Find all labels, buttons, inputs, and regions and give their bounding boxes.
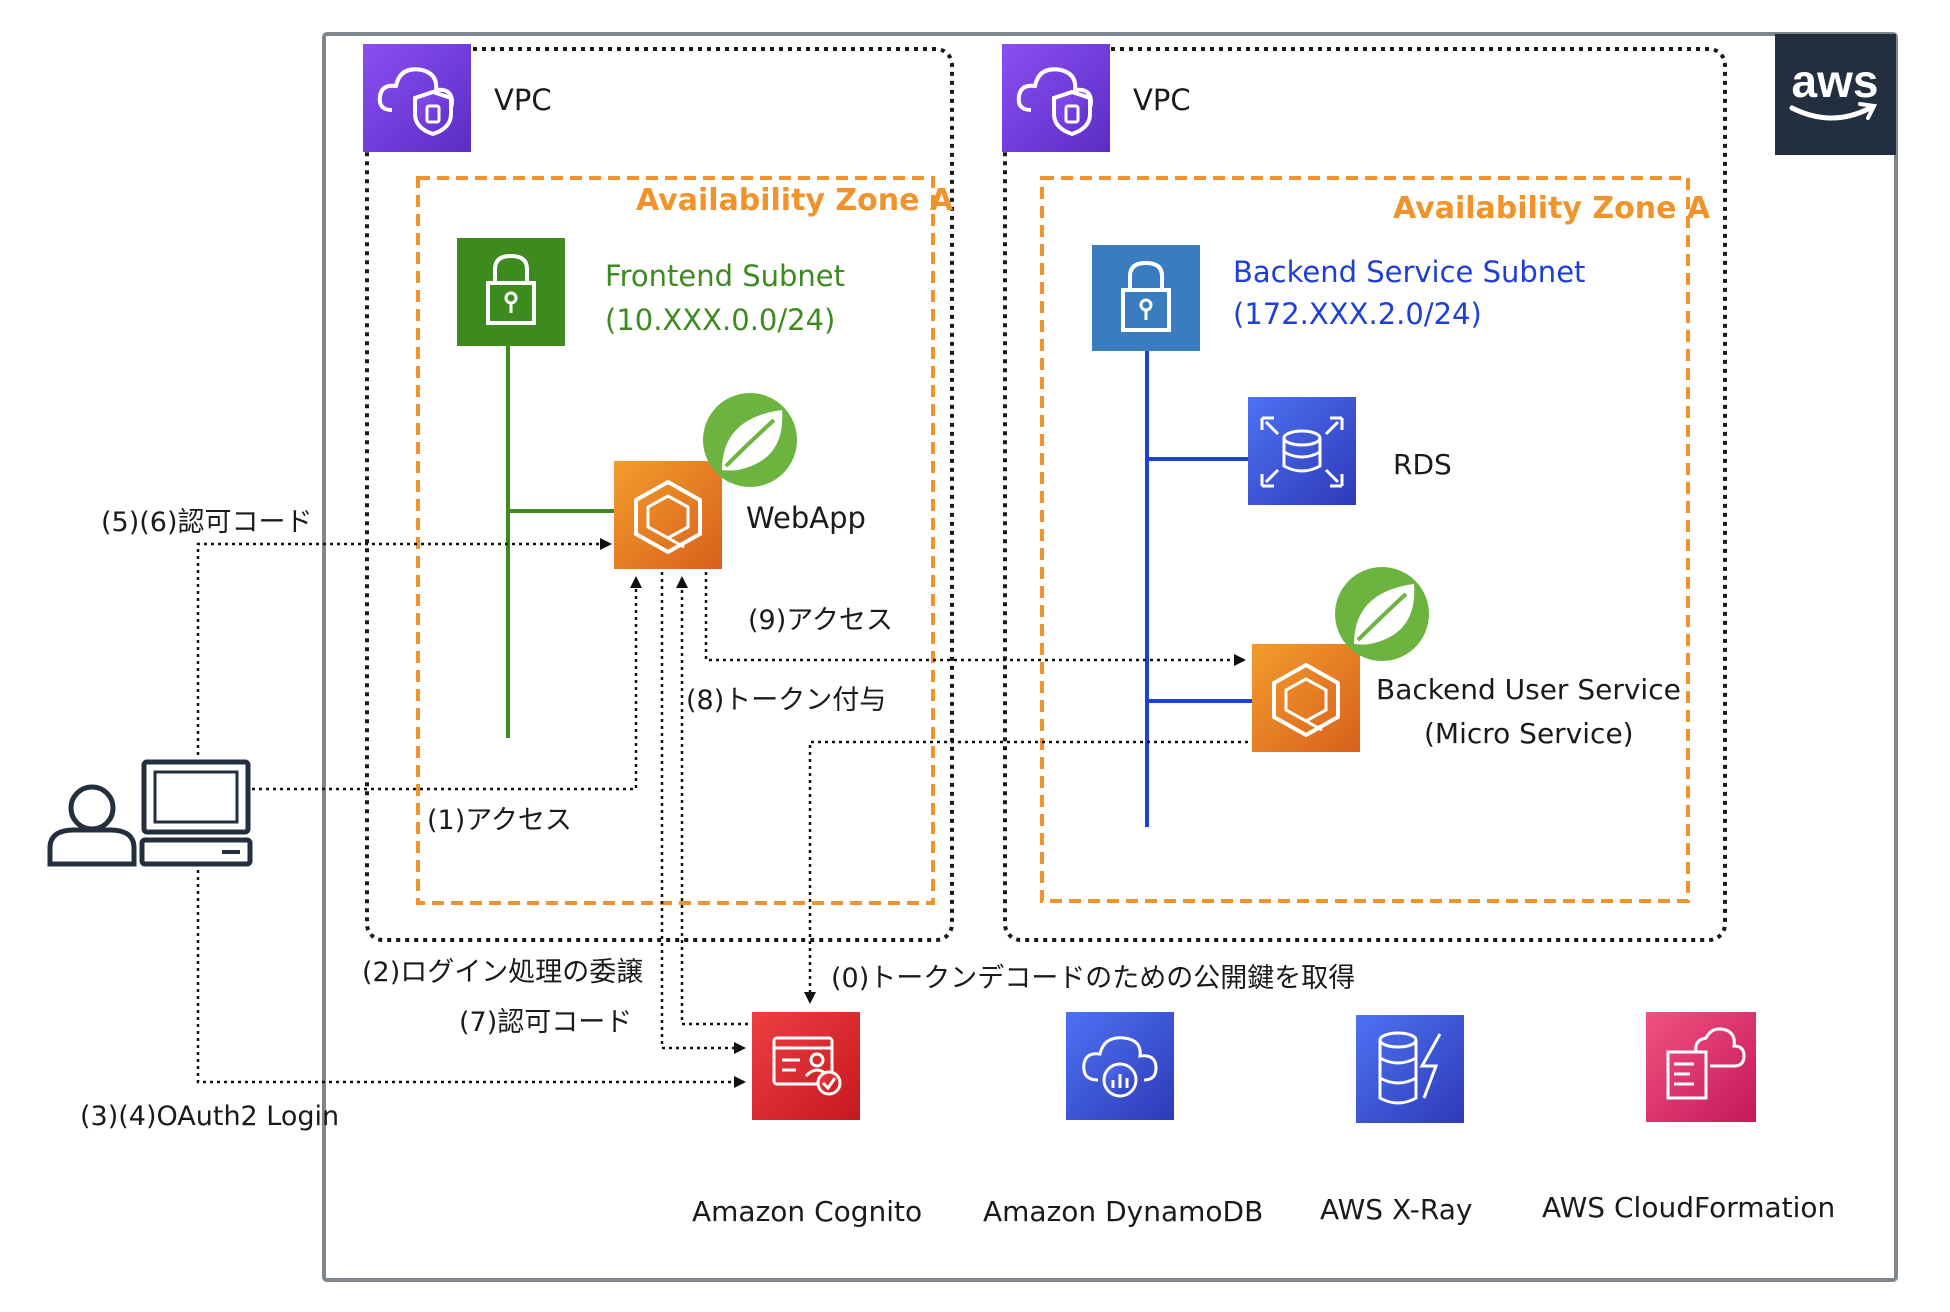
vpc-icon: [363, 44, 471, 152]
step-7-label: (7)認可コード: [459, 1007, 633, 1038]
step-8-label: (8)トークン付与: [686, 685, 887, 716]
vpc-label: VPC: [494, 83, 552, 117]
webapp-label: WebApp: [746, 501, 866, 535]
xray-icon: [1356, 1015, 1464, 1123]
vpc-backend-boundary: [1003, 47, 1727, 942]
service-label-xray: AWS X-Ray: [1320, 1193, 1473, 1226]
spring-leaf-icon: [1335, 567, 1429, 661]
backend-user-service-label: Backend User Service: [1376, 673, 1681, 706]
flow-3-4: [196, 870, 746, 1088]
flow-connectors: [196, 538, 1248, 1088]
az-label: Availability Zone A: [1393, 191, 1711, 226]
step-3-4-label: (3)(4)OAuth2 Login: [80, 1101, 340, 1132]
aws-logo-text: aws: [1792, 55, 1879, 107]
backend-user-service-sublabel: (Micro Service): [1424, 717, 1634, 750]
rds-label: RDS: [1393, 448, 1452, 481]
subnet-lock-icon: [457, 238, 565, 346]
user-icon: [47, 784, 137, 867]
step-1-label: (1)アクセス: [427, 805, 572, 836]
step-2-label: (2)ログイン処理の委譲: [362, 957, 644, 988]
rds-icon: [1248, 397, 1356, 505]
backend-subnet-cidr: (172.XXX.2.0/24): [1233, 297, 1482, 331]
spring-leaf-icon: [703, 393, 797, 487]
flow-2: [660, 572, 746, 1054]
ecs-icon: [614, 461, 722, 569]
service-label-dynamodb: Amazon DynamoDB: [983, 1195, 1264, 1228]
step-0-label: (0)トークンデコードのための公開鍵を取得: [831, 963, 1356, 994]
frontend-subnet-cidr: (10.XXX.0.0/24): [605, 303, 836, 337]
flow-1: [252, 576, 642, 791]
subnet-lock-icon: [1092, 245, 1200, 351]
aws-logo: aws: [1775, 34, 1896, 155]
ecs-icon: [1252, 644, 1360, 752]
service-label-cloudformation: AWS CloudFormation: [1542, 1191, 1836, 1224]
flow-9: [704, 572, 1246, 666]
cognito-icon: [752, 1012, 860, 1120]
vpc-icon: [1002, 44, 1110, 152]
frontend-subnet-name: Frontend Subnet: [605, 259, 845, 293]
aws-cloud-frame: [322, 32, 1898, 1282]
laptop-icon: [139, 759, 253, 867]
service-label-cognito: Amazon Cognito: [692, 1195, 923, 1228]
vpc-frontend-boundary: [365, 47, 954, 942]
flow-0: [804, 740, 1248, 1004]
az-backend-boundary: [1040, 176, 1690, 903]
az-frontend-boundary: [416, 176, 935, 905]
backend-subnet-name: Backend Service Subnet: [1233, 255, 1586, 289]
step-9-label: (9)アクセス: [748, 605, 893, 636]
flow-5-6: [196, 538, 612, 755]
dynamodb-icon: [1066, 1012, 1174, 1120]
cloudformation-icon: [1646, 1012, 1756, 1122]
vpc-label: VPC: [1133, 83, 1191, 117]
step-5-6-label: (5)(6)認可コード: [101, 507, 313, 538]
az-label: Availability Zone A: [636, 183, 954, 218]
flow-7: [676, 576, 748, 1026]
